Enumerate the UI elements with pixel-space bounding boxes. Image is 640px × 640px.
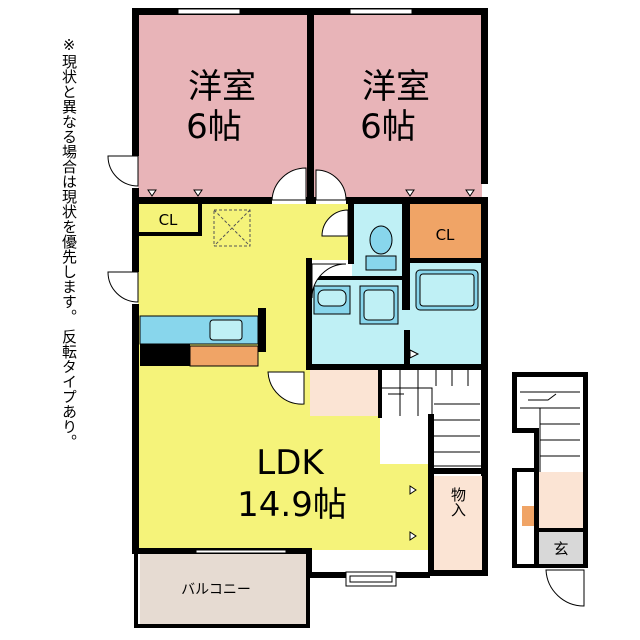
entrance-hall [538,472,584,532]
western-room-2-size: 6帖 [360,107,416,147]
windows [177,8,413,587]
closet-1-label: CL [159,211,178,229]
western-room-1-name: 洋室 [188,67,256,107]
doors [107,155,585,607]
closet-2 [408,204,482,260]
ceiling-hatch [213,209,251,247]
western-room-2-name: 洋室 [362,67,430,107]
hallway [310,368,380,416]
entrance-label: 玄 [553,540,568,558]
disclaimer-note: ※現状と異なる場合は現状を優先します。 反転タイプあり。 [60,36,78,449]
closet-2-label: CL [436,226,455,244]
entrance [538,532,584,564]
kitchen-cabinet [189,345,259,367]
ldk-name: LDK [256,443,325,483]
balcony-label: バルコニー [181,582,251,598]
stairs-lines [382,370,580,472]
storage-label: 物入 [449,487,467,517]
balcony [140,554,306,624]
toilet-icon [365,225,397,271]
western-room-1 [138,14,310,198]
ldk-size: 14.9帖 [237,485,347,525]
western-room-1-size: 6帖 [186,107,242,147]
western-room-2 [312,14,482,198]
storage-room [432,476,482,572]
